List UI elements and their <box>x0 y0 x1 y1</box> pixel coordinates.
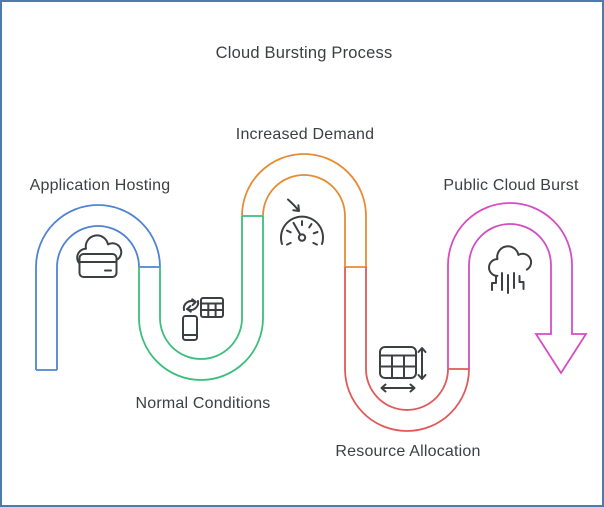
stage-path-application-hosting <box>35 204 161 371</box>
stage-label-normal-conditions: Normal Conditions <box>135 395 271 412</box>
stage-path-resource-allocation <box>344 267 470 432</box>
flow-tube <box>35 153 588 432</box>
stage-path-increased-demand <box>241 153 367 268</box>
stage-label-application-hosting: Application Hosting <box>29 177 171 194</box>
gauge-arrow-icon <box>280 198 324 246</box>
stage-label-increased-demand: Increased Demand <box>235 126 375 143</box>
table-box <box>200 297 224 318</box>
horizontal-resize-arrow <box>380 383 416 393</box>
sync-arrow-down-head <box>186 305 192 313</box>
cloud-burst-icon <box>488 245 533 294</box>
table-resize-icon <box>379 346 427 393</box>
device-sync-table-icon <box>182 297 224 341</box>
stage-path-public-cloud-burst <box>447 202 588 375</box>
gauge-ticks <box>286 220 319 246</box>
cloud-server-icon <box>76 234 123 278</box>
diagram-title: Cloud Bursting Process <box>215 44 393 62</box>
table-grid-lines <box>200 302 224 318</box>
drive-box <box>78 253 118 278</box>
burst-data-lines <box>491 272 525 294</box>
demand-arrow-curve <box>287 198 300 212</box>
burst-cloud-outline <box>488 245 533 277</box>
gauge-hub <box>297 233 307 242</box>
resize-table-grid <box>379 354 417 379</box>
stage-label-resource-allocation: Resource Allocation <box>335 443 481 460</box>
gauge-arc <box>280 215 324 245</box>
stage-label-public-cloud-burst: Public Cloud Burst <box>443 177 579 194</box>
stage-path-normal-conditions <box>138 215 264 381</box>
resize-table-box <box>379 346 417 379</box>
phone-body <box>182 315 198 341</box>
demand-arrow-head <box>292 204 300 212</box>
sync-arrow-up-head <box>191 298 197 306</box>
cloud-outline <box>76 234 123 268</box>
vertical-resize-arrow <box>417 347 427 380</box>
